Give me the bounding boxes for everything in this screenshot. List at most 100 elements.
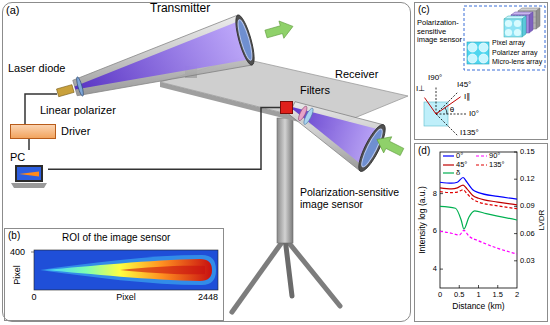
figure-panel: (a)DriverPCPolarization-sensitive image … <box>2 2 411 322</box>
light-arrow <box>264 18 296 43</box>
legend-line <box>476 164 487 165</box>
polarization-angles <box>424 86 466 135</box>
sensor-structure <box>468 43 477 52</box>
plot-frame <box>440 152 517 288</box>
laptop-screen <box>15 165 43 182</box>
figure-panel: (c) <box>414 2 548 140</box>
polarization-angles <box>436 93 457 114</box>
legend-sample <box>443 169 454 177</box>
tick-label: 6 <box>433 227 437 236</box>
receiver-telescope <box>302 107 315 125</box>
tick-label: 0.09 <box>520 202 535 211</box>
legend-sample <box>476 161 487 169</box>
axis-title: Pixel <box>116 292 136 302</box>
laser-diode <box>57 76 85 96</box>
plot-frame <box>440 152 517 288</box>
part-label: Transmitter <box>150 2 210 16</box>
symbol-label: I∥ <box>464 92 470 101</box>
sensor-structure <box>479 54 488 63</box>
laser-wire <box>25 94 57 124</box>
tick-label: 0 <box>438 291 442 300</box>
part-label: Polarizer array <box>492 49 538 57</box>
laptop-icon <box>10 164 48 189</box>
image-sensor: Polarization-sensitive image sensor <box>280 101 293 114</box>
roi-heatmap <box>34 250 218 290</box>
sensor-structure <box>504 19 522 37</box>
figure-panel: (d) <box>414 143 548 322</box>
symbol-label: I135° <box>460 128 479 137</box>
legend-entry: 0° <box>443 152 463 161</box>
part-label: Micro-lens array <box>492 58 542 66</box>
sensor-structure <box>468 54 477 63</box>
legend-entry: δ <box>443 169 460 178</box>
tick-label: 0.15 <box>520 148 535 157</box>
laptop-display <box>17 167 41 180</box>
roi-heatmap <box>45 259 212 281</box>
symbol-label: I90° <box>428 73 442 82</box>
roi-heatmap <box>120 266 205 275</box>
polarization-angles <box>425 98 437 114</box>
light-arrow <box>264 18 406 160</box>
transmitter-telescope <box>73 13 258 95</box>
transmitter-telescope <box>75 21 251 90</box>
sensor-structure <box>464 6 545 70</box>
tick-label: 400 <box>10 247 25 257</box>
plot-curves <box>440 206 517 229</box>
legend-sample <box>476 152 487 160</box>
part-label: Polarization-sensitive image sensor <box>417 19 463 45</box>
sensor-structure <box>529 12 533 33</box>
tick-label: 0 <box>31 292 36 302</box>
polarization-angles <box>445 108 447 114</box>
symbol-label: I0° <box>469 109 479 118</box>
sensor-structure <box>536 8 540 29</box>
polarization-angles <box>436 86 437 114</box>
axis-title: Intensity log (a.u.) <box>418 186 428 254</box>
legend-entry: 90° <box>476 152 500 161</box>
part-label: Linear polarizer <box>40 104 116 117</box>
driver-unit: Driver <box>10 124 90 139</box>
tick-label: 4 <box>433 265 437 274</box>
plot-curves <box>440 178 517 255</box>
roi-heatmap <box>31 250 218 290</box>
legend-label: 0° <box>456 152 463 161</box>
sensor-structure <box>505 29 512 36</box>
cable <box>28 139 30 150</box>
laser-diode <box>75 76 84 96</box>
unit-label: Polarization-sensitive image sensor <box>300 186 406 210</box>
laptop-base <box>11 183 47 188</box>
plot-curves <box>440 190 517 209</box>
tripod <box>285 238 292 296</box>
symbol-label: θ <box>450 105 454 114</box>
panel-letter: (b) <box>8 230 20 242</box>
symbol-label: I45° <box>457 80 471 89</box>
driver-box <box>10 124 56 139</box>
sensor-structure <box>522 16 526 37</box>
tick-label: 0.03 <box>520 256 535 265</box>
roi-heatmap <box>31 252 34 253</box>
tick-label: 1.5 <box>493 291 503 300</box>
legend-label: δ <box>456 169 460 178</box>
tripod <box>232 118 340 312</box>
axis-title: Pixel <box>12 265 22 285</box>
legend-label: 90° <box>489 152 500 161</box>
light-arrow <box>373 131 406 160</box>
part-label: Filters <box>300 84 330 97</box>
panel-letter: (a) <box>6 4 19 17</box>
polarization-angles <box>436 97 461 114</box>
polarization-angles <box>436 114 466 115</box>
plot-curves <box>440 230 517 254</box>
legend-line <box>476 156 487 157</box>
unit-label: Driver <box>61 125 90 138</box>
receiver-telescope <box>289 102 390 175</box>
legend-entry: 135° <box>476 161 505 170</box>
sensor-structure <box>505 20 512 27</box>
legend-sample <box>443 152 454 160</box>
tripod <box>277 118 293 243</box>
legend-label: 135° <box>489 161 505 170</box>
sensor-structure <box>514 29 521 36</box>
